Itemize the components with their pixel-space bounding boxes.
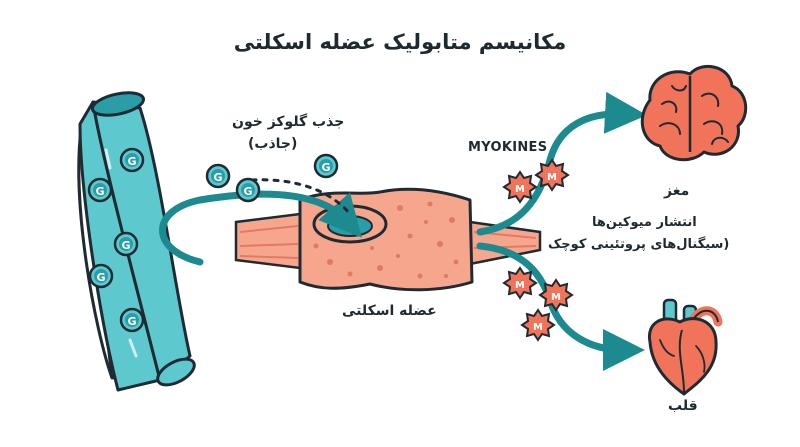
myokine-particle: M — [520, 308, 556, 342]
svg-text:M: M — [515, 184, 525, 195]
glucose-uptake-sublabel: (جاذب) — [248, 136, 298, 152]
myokine-markers: M M M M M — [502, 158, 574, 342]
svg-text:G: G — [95, 185, 104, 198]
vessel-glucose-group: G G G G G — [87, 147, 145, 333]
skeletal-muscle — [234, 187, 542, 292]
svg-text:M: M — [533, 322, 543, 333]
svg-text:M: M — [515, 280, 525, 291]
myokine-particle: M — [502, 266, 538, 300]
myokine-particle: M — [502, 170, 538, 204]
glucose-uptake-label: جذب گلوکز خون — [232, 114, 345, 130]
svg-text:M: M — [551, 292, 561, 303]
brain-illustration — [640, 64, 748, 162]
brain-label: مغز — [664, 183, 690, 199]
myokine-arrow-to-brain — [476, 91, 647, 236]
diagram-title: مکانیسم متابولیک عضله اسکلتی — [233, 30, 567, 54]
glucose-uptake-arrow — [159, 178, 362, 266]
muscle-label: عضله اسکلتی — [342, 303, 437, 319]
svg-text:M: M — [547, 172, 557, 183]
glucose-particle: G — [119, 147, 145, 173]
myokines-label: MYOKINES — [468, 140, 548, 155]
glucose-particle: G — [205, 163, 231, 189]
myokine-particle: M — [538, 278, 574, 312]
uptake-glucose-group: G G G — [205, 153, 339, 203]
glucose-particle: G — [113, 231, 139, 257]
heart-label: قلب — [668, 398, 698, 414]
svg-text:G: G — [127, 155, 136, 168]
glucose-particle: G — [87, 177, 113, 203]
svg-text:G: G — [213, 171, 222, 184]
svg-text:G: G — [127, 315, 136, 328]
myokine-release-sublabel: (سیگنال‌های پروتئینی کوچک — [548, 237, 730, 252]
svg-text:G: G — [321, 161, 330, 174]
heart-illustration — [647, 298, 723, 396]
myokine-release-label: انتشار میوکین‌ها — [592, 215, 697, 230]
glucose-particle: G — [88, 263, 114, 289]
blood-vessel — [77, 91, 196, 392]
glucose-particle: G — [119, 307, 145, 333]
myokine-particle: M — [534, 158, 570, 192]
glucose-particle: G — [235, 177, 261, 203]
svg-text:G: G — [121, 239, 130, 252]
svg-text:G: G — [243, 185, 252, 198]
glucose-particle: G — [313, 153, 339, 179]
svg-text:G: G — [96, 271, 105, 284]
